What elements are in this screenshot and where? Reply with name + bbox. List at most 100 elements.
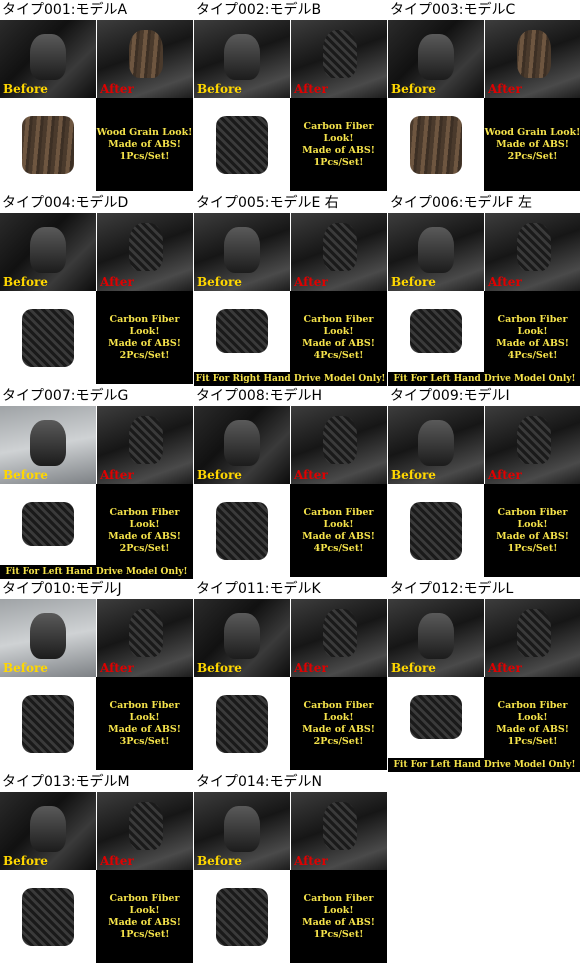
description-line: 4Pcs/Set! bbox=[313, 349, 364, 361]
description-line: 1Pcs/Set! bbox=[313, 928, 364, 940]
before-label: Before bbox=[197, 468, 242, 482]
product-title: タイプ008:モデルH bbox=[194, 386, 387, 406]
product-photo bbox=[0, 98, 96, 191]
description-line: Made of ABS! bbox=[108, 916, 181, 928]
product-photo bbox=[0, 870, 96, 963]
description-panel: Carbon Fiber Look!Made of ABS!4Pcs/Set! bbox=[290, 484, 387, 577]
after-label: After bbox=[488, 275, 522, 289]
description-line: Carbon Fiber Look! bbox=[109, 699, 180, 723]
shift-knob-icon bbox=[30, 227, 66, 273]
description-line: Made of ABS! bbox=[302, 530, 375, 542]
description-line: Made of ABS! bbox=[496, 337, 569, 349]
description-text: Wood Grain Look!Made of ABS!2Pcs/Set! bbox=[484, 127, 580, 163]
trim-part-icon bbox=[517, 416, 551, 464]
product-title: タイプ005:モデルE 右 bbox=[194, 193, 387, 213]
product-part-icon bbox=[216, 309, 268, 353]
description-line: Made of ABS! bbox=[108, 530, 181, 542]
description-panel: Carbon Fiber Look!Made of ABS!2Pcs/Set! bbox=[290, 677, 387, 770]
after-photo: After bbox=[291, 213, 387, 291]
description-line: 2Pcs/Set! bbox=[119, 349, 170, 361]
before-photo: Before bbox=[388, 213, 484, 291]
before-photo: Before bbox=[194, 213, 290, 291]
product-part-icon bbox=[410, 695, 462, 739]
before-label: Before bbox=[197, 82, 242, 96]
description-line: Carbon Fiber Look! bbox=[303, 120, 374, 144]
after-photo: After bbox=[291, 599, 387, 677]
before-label: Before bbox=[197, 854, 242, 868]
description-line: Made of ABS! bbox=[496, 723, 569, 735]
after-label: After bbox=[294, 661, 328, 675]
description-line: 3Pcs/Set! bbox=[119, 735, 170, 747]
after-photo: After bbox=[485, 20, 580, 98]
before-label: Before bbox=[197, 661, 242, 675]
after-label: After bbox=[100, 661, 134, 675]
after-photo: After bbox=[97, 599, 193, 677]
after-label: After bbox=[488, 661, 522, 675]
product-part-icon bbox=[216, 695, 268, 753]
product-part-icon bbox=[410, 116, 462, 174]
description-line: Made of ABS! bbox=[108, 337, 181, 349]
description-line: Carbon Fiber Look! bbox=[109, 892, 180, 916]
description-line: Carbon Fiber Look! bbox=[303, 892, 374, 916]
after-label: After bbox=[488, 468, 522, 482]
product-part-icon bbox=[22, 695, 74, 753]
description-line: Wood Grain Look! bbox=[484, 126, 580, 138]
description-line: Made of ABS! bbox=[302, 723, 375, 735]
description-line: Carbon Fiber Look! bbox=[109, 313, 180, 337]
fitment-note: Fit For Left Hand Drive Model Only! bbox=[0, 565, 193, 579]
description-line: Made of ABS! bbox=[108, 138, 181, 150]
product-title: タイプ001:モデルA bbox=[0, 0, 193, 20]
after-label: After bbox=[294, 854, 328, 868]
description-line: Carbon Fiber Look! bbox=[303, 699, 374, 723]
product-title: タイプ003:モデルC bbox=[388, 0, 580, 20]
description-line: Carbon Fiber Look! bbox=[303, 506, 374, 530]
trim-part-icon bbox=[129, 223, 163, 271]
shift-knob-icon bbox=[418, 613, 454, 659]
shift-knob-icon bbox=[30, 420, 66, 466]
shift-knob-icon bbox=[224, 34, 260, 80]
description-line: Made of ABS! bbox=[108, 723, 181, 735]
description-line: 4Pcs/Set! bbox=[507, 349, 558, 361]
product-title: タイプ013:モデルM bbox=[0, 772, 193, 792]
product-title: タイプ014:モデルN bbox=[194, 772, 387, 792]
product-title: タイプ002:モデルB bbox=[194, 0, 387, 20]
trim-part-icon bbox=[517, 30, 551, 78]
after-photo: After bbox=[485, 406, 580, 484]
before-label: Before bbox=[391, 468, 436, 482]
after-photo: After bbox=[291, 20, 387, 98]
description-line: Made of ABS! bbox=[302, 144, 375, 156]
after-photo: After bbox=[97, 406, 193, 484]
product-photo bbox=[0, 677, 96, 770]
before-photo: Before bbox=[194, 406, 290, 484]
before-photo: Before bbox=[388, 20, 484, 98]
after-label: After bbox=[294, 82, 328, 96]
description-line: 2Pcs/Set! bbox=[313, 735, 364, 747]
description-text: Wood Grain Look!Made of ABS!1Pcs/Set! bbox=[96, 127, 193, 163]
before-photo: Before bbox=[194, 20, 290, 98]
before-label: Before bbox=[3, 275, 48, 289]
after-photo: After bbox=[291, 792, 387, 870]
description-line: Made of ABS! bbox=[496, 138, 569, 150]
before-label: Before bbox=[3, 661, 48, 675]
description-text: Carbon Fiber Look!Made of ABS!2Pcs/Set! bbox=[96, 314, 193, 362]
description-line: Carbon Fiber Look! bbox=[497, 313, 568, 337]
shift-knob-icon bbox=[224, 420, 260, 466]
product-photo bbox=[388, 484, 484, 577]
product-photo bbox=[194, 98, 290, 191]
before-label: Before bbox=[3, 468, 48, 482]
trim-part-icon bbox=[517, 609, 551, 657]
